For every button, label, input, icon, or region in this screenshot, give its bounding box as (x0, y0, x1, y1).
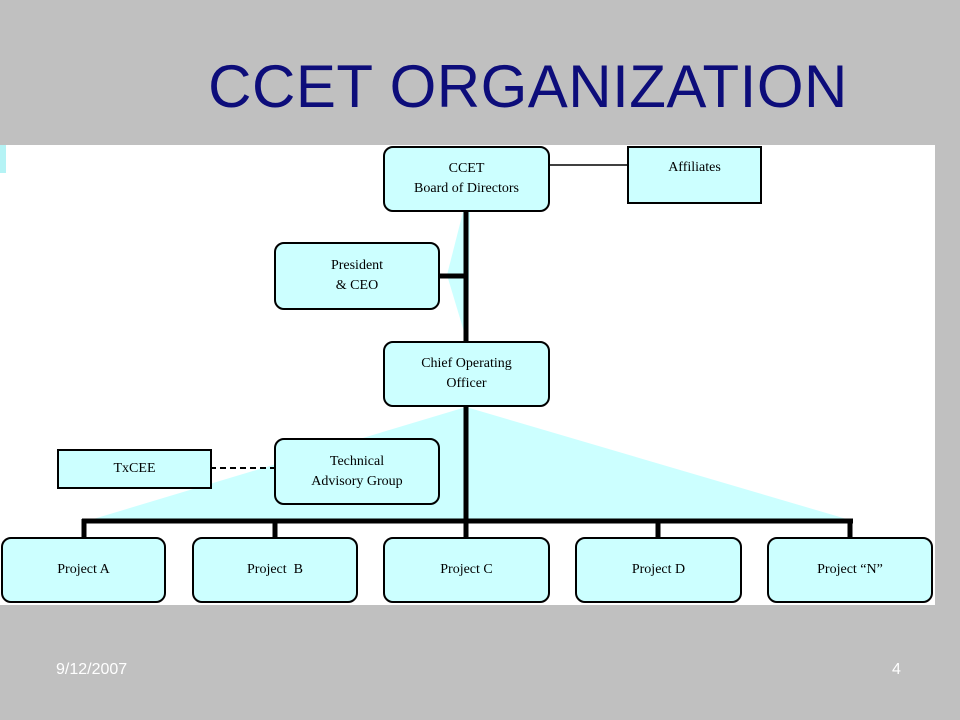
project-a-label: Project A (57, 562, 110, 577)
board-of-directors-box: CCET Board of Directors (383, 146, 550, 212)
project-n-label: Project “N” (817, 562, 883, 577)
president-ceo-box: President & CEO (274, 242, 440, 310)
affiliates-label: Affiliates (668, 160, 721, 175)
txcee-box: TxCEE (57, 449, 212, 489)
coo-line1: Chief Operating (421, 356, 512, 371)
board-line2: Board of Directors (414, 181, 519, 196)
canvas-edge-accent (0, 145, 6, 173)
project-b-box: Project B (192, 537, 358, 603)
slide-date: 9/12/2007 (56, 661, 128, 678)
project-n-box: Project “N” (767, 537, 933, 603)
president-line1: President (330, 258, 384, 273)
affiliates-box: Affiliates (627, 146, 762, 204)
coo-box: Chief Operating Officer (383, 341, 550, 407)
project-b-label: Project B (247, 562, 303, 577)
txcee-label: TxCEE (113, 461, 156, 476)
project-c-label: Project C (440, 562, 493, 577)
technical-advisory-group-box: Technical Advisory Group (274, 438, 440, 505)
tag-line2: Advisory Group (311, 473, 403, 489)
project-a-box: Project A (1, 537, 166, 603)
slide-page-number: 4 (892, 661, 901, 678)
president-line2: & CEO (335, 278, 379, 293)
coo-line2: Officer (446, 376, 487, 391)
tag-line1: Technical (329, 453, 385, 469)
project-d-box: Project D (575, 537, 742, 603)
slide-title: CCET ORGANIZATION (208, 53, 848, 120)
board-line1: CCET (448, 161, 485, 176)
project-d-label: Project D (631, 562, 686, 577)
project-c-box: Project C (383, 537, 550, 603)
